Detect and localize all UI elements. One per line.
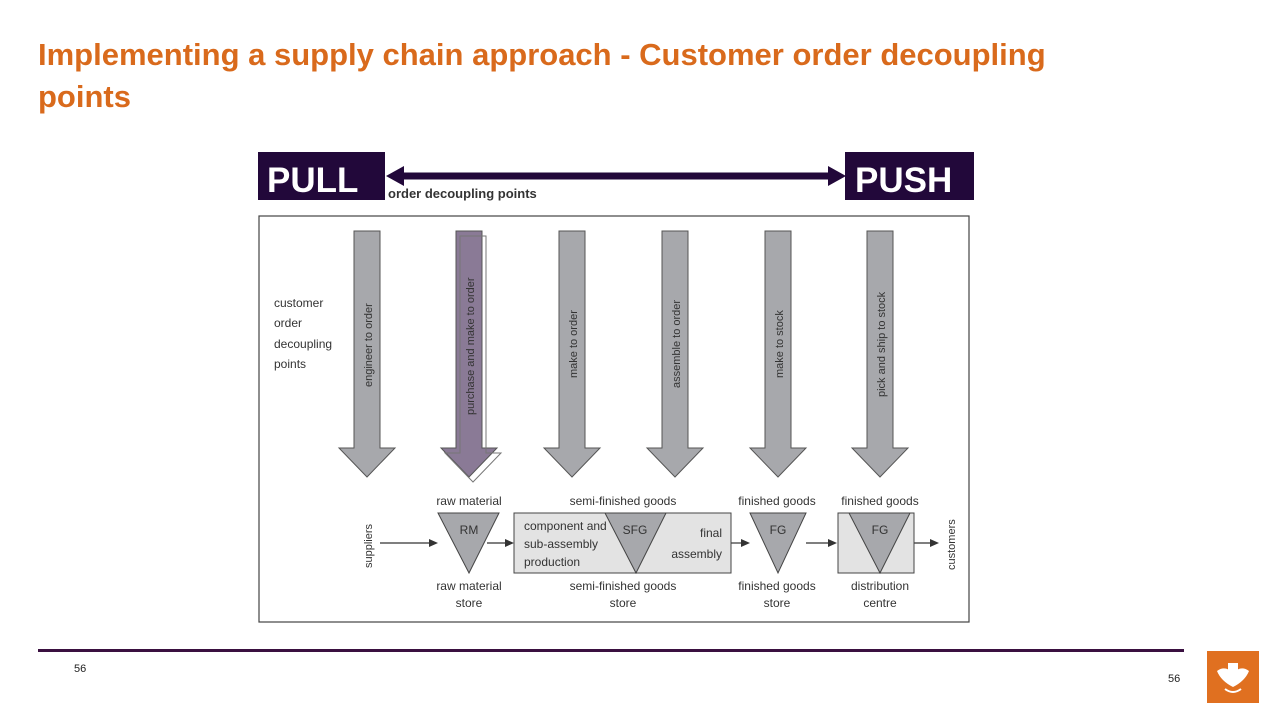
fg2-top-label: finished goods [841,494,918,508]
sfg-bottom-line-2: store [610,596,637,610]
arrow-assemble-to-order: assemble to order [645,230,705,478]
side-label-line-3: decoupling [274,337,332,351]
fg2-bottom-line-1: distribution [851,579,909,593]
slide-title: Implementing a supply chain approach - C… [38,37,1046,114]
sfg-box-left-line-2: sub-assembly [524,537,598,551]
arrow-label-make-to-stock: make to stock [774,310,786,378]
push-label: PUSH [855,161,952,200]
sfg-box-right-line-1: final [700,526,722,540]
pull-box [258,152,385,200]
arrow-label-assemble-to-order: assemble to order [671,300,683,388]
rm-triangle [437,512,500,575]
page-number-right: 56 [1168,673,1181,685]
raw-material-bottom-line-1: raw material [436,579,501,593]
raw-material-top-label: raw material [436,494,501,508]
side-label-line-1: customer [274,296,323,310]
flow-arrows [380,539,939,547]
fg1-bottom-line-2: store [764,596,791,610]
sfg-box-left-line-1: component and [524,519,607,533]
crest-logo-icon [1217,663,1249,693]
fg1-triangle [749,512,807,575]
arrow-label-engineer-to-order: engineer to order [363,303,375,387]
suppliers-label: suppliers [363,523,375,568]
sfg-box-left-line-3: production [524,555,580,569]
fg1-label: FG [770,523,787,537]
banner-subtitle: order decoupling points [388,186,537,201]
customers-label: customers [946,519,958,570]
fg1-top-label: finished goods [738,494,815,508]
arrow-label-purchase-and-make-to-order: purchase and make to order [465,277,477,415]
arrow-label-pick-and-ship-to-stock: pick and ship to stock [876,291,888,397]
side-label-line-2: order [274,316,302,330]
sfg-label: SFG [623,523,648,537]
arrow-purchase-and-make-to-order: purchase and make to order [439,230,503,483]
rm-label: RM [460,523,479,537]
pull-label: PULL [267,161,358,200]
sfg-box-right-line-2: assembly [671,547,722,561]
arrow-label-make-to-order: make to order [568,310,580,378]
logo [1207,651,1259,703]
arrow-pick-and-ship-to-stock: pick and ship to stock [850,230,910,478]
raw-material-bottom-line-2: store [456,596,483,610]
sfg-triangle [604,512,667,575]
sfg-top-label: semi-finished goods [570,494,677,508]
double-arrow [386,166,846,186]
fg2-label: FG [872,523,889,537]
fg2-triangle [848,512,911,575]
arrow-make-to-order: make to order [542,230,602,478]
arrow-make-to-stock: make to stock [748,230,808,478]
arrow-engineer-to-order: engineer to order [337,230,397,478]
push-box [845,152,974,200]
side-label-line-4: points [274,357,306,371]
page-number-left: 56 [74,663,87,675]
sfg-bottom-line-1: semi-finished goods [570,579,677,593]
fg2-bottom-line-2: centre [863,596,897,610]
fg1-bottom-line-1: finished goods [738,579,815,593]
footer-divider [38,649,1184,652]
